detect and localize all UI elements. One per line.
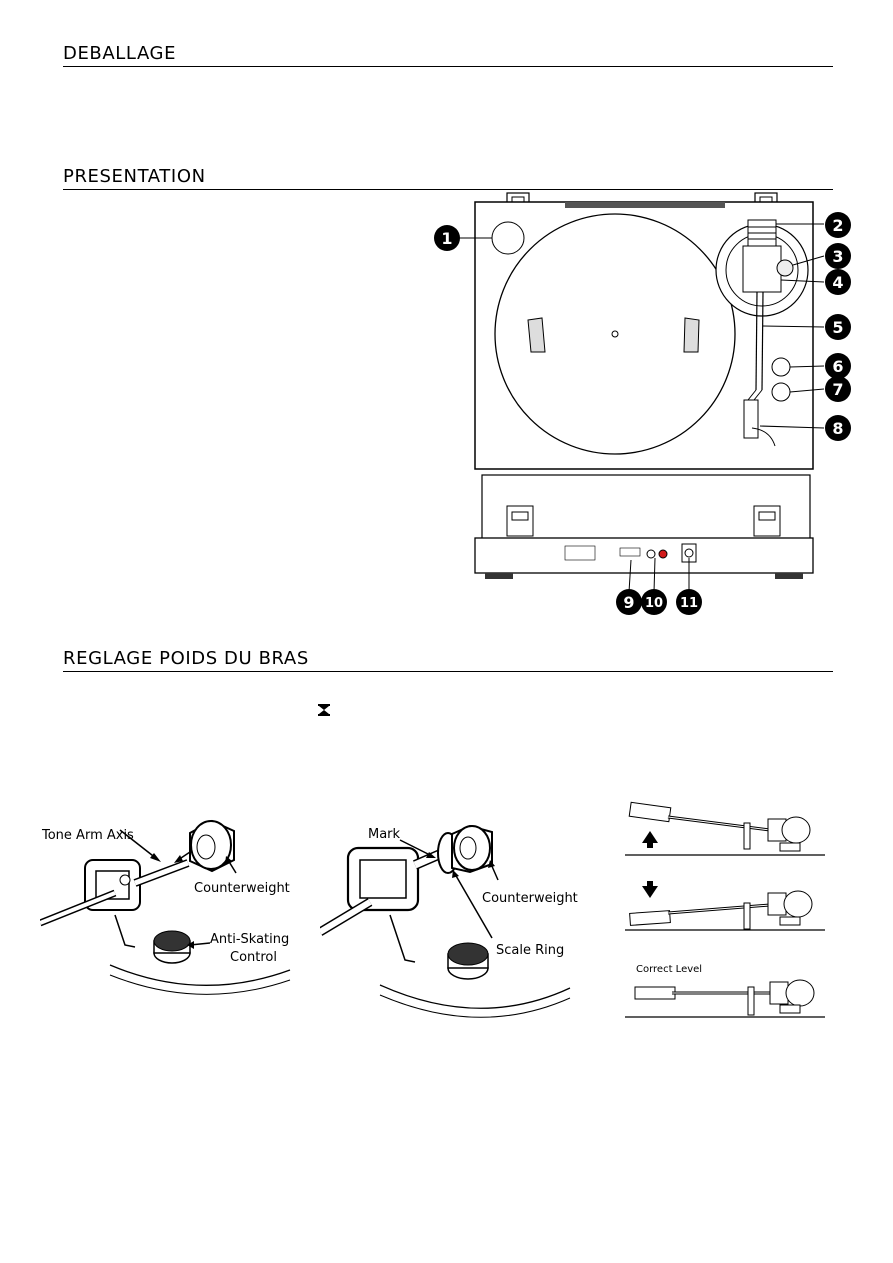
callout-9: 9 bbox=[623, 593, 634, 612]
turntable-diagram: 1 2 3 4 5 6 7 8 9 10 11 bbox=[434, 192, 851, 615]
callout-5: 5 bbox=[832, 318, 843, 337]
tonearm-axis-diagram: Tone Arm Axis Counterweight Anti-Skating… bbox=[40, 819, 291, 995]
callout-2: 2 bbox=[832, 216, 843, 235]
arm-level-diagram: Correct Level bbox=[625, 801, 825, 1018]
label-control: Control bbox=[230, 950, 277, 965]
label-anti-skating: Anti-Skating bbox=[210, 932, 289, 947]
section-title-presentation: PRESENTATION bbox=[63, 167, 833, 190]
callout-8: 8 bbox=[832, 419, 843, 438]
callout-4: 4 bbox=[832, 273, 843, 292]
callout-1: 1 bbox=[441, 229, 452, 248]
callout-7: 7 bbox=[832, 380, 843, 399]
label-correct-level: Correct Level bbox=[636, 964, 702, 975]
counterweight-scale-diagram: Mark Counterweight Scale Ring bbox=[320, 824, 578, 1018]
section-title-reglage: REGLAGE POIDS DU BRAS bbox=[63, 649, 833, 672]
callout-6: 6 bbox=[832, 357, 843, 376]
label-counterweight: Counterweight bbox=[194, 881, 290, 896]
callout-11: 11 bbox=[680, 596, 698, 611]
label-counterweight-2: Counterweight bbox=[482, 891, 578, 906]
hourglass-icon bbox=[318, 704, 330, 716]
label-scale-ring: Scale Ring bbox=[496, 943, 564, 958]
section-title-deballage: DEBALLAGE bbox=[63, 44, 833, 67]
label-tone-arm-axis: Tone Arm Axis bbox=[41, 828, 134, 843]
callout-10: 10 bbox=[645, 596, 663, 611]
callout-3: 3 bbox=[832, 247, 843, 266]
label-mark: Mark bbox=[368, 827, 401, 842]
